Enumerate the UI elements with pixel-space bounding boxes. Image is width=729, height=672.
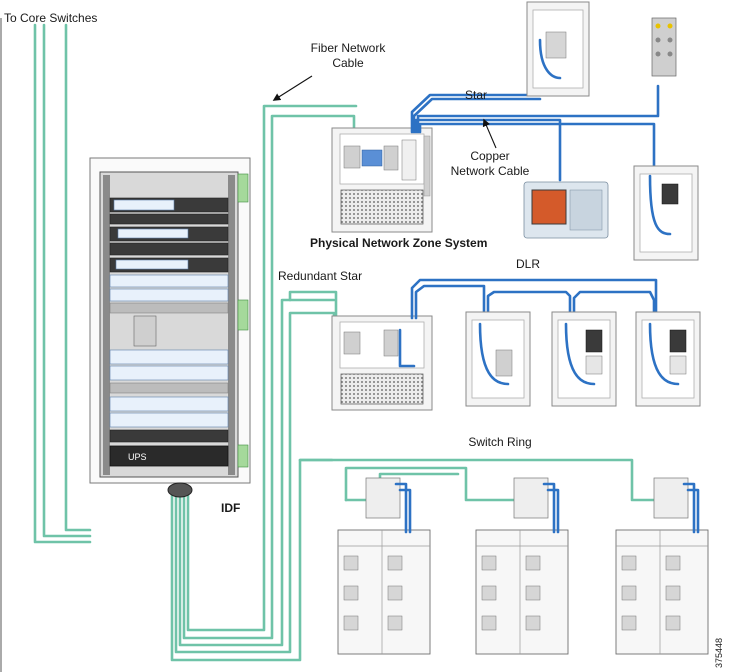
hmi-terminal bbox=[523, 181, 609, 239]
idf-label: IDF bbox=[221, 501, 240, 515]
switch-ring-fiber bbox=[298, 458, 688, 502]
ups-label: UPS bbox=[128, 452, 147, 462]
dlr-copper-lines bbox=[410, 278, 658, 320]
switch-ring-cabinet-2 bbox=[475, 477, 569, 655]
copper-cable-label-line1: Copper bbox=[470, 149, 509, 163]
pnzs-label: Physical Network Zone System bbox=[310, 236, 487, 250]
dlr-label: DLR bbox=[516, 257, 540, 271]
fiber-cable-label-line2: Cable bbox=[332, 56, 364, 70]
dlr-enclosure-2 bbox=[551, 311, 617, 407]
copper-cable-arrow bbox=[482, 118, 497, 149]
switch-ring-cabinet-1 bbox=[337, 477, 431, 655]
top-zone-enclosure bbox=[526, 1, 590, 97]
star-label: Star bbox=[465, 88, 487, 102]
pnzs-star-enclosure bbox=[331, 127, 433, 233]
fiber-cable-arrow bbox=[272, 75, 313, 101]
copper-cable-label-line2: Network Cable bbox=[451, 164, 530, 178]
fiber-to-core-lines bbox=[33, 23, 92, 544]
fiber-bundle-from-idf bbox=[170, 104, 358, 662]
star-right-enclosure bbox=[633, 165, 699, 261]
dlr-enclosure-3 bbox=[635, 311, 701, 407]
idf-rack: UPS bbox=[89, 157, 251, 498]
dlr-enclosure-1 bbox=[465, 311, 531, 407]
redundant-star-fiber bbox=[288, 290, 338, 318]
figure-id: 375448 bbox=[714, 638, 724, 668]
pnzs-redundant-enclosure bbox=[331, 315, 433, 411]
redundant-star-label: Redundant Star bbox=[278, 269, 362, 283]
ip67-module bbox=[651, 17, 677, 77]
switch-ring-cabinet-3 bbox=[615, 477, 709, 655]
fiber-cable-label-line1: Fiber Network bbox=[311, 41, 387, 55]
switch-ring-label: Switch Ring bbox=[468, 435, 531, 449]
to-core-switches-label: To Core Switches bbox=[4, 11, 97, 25]
